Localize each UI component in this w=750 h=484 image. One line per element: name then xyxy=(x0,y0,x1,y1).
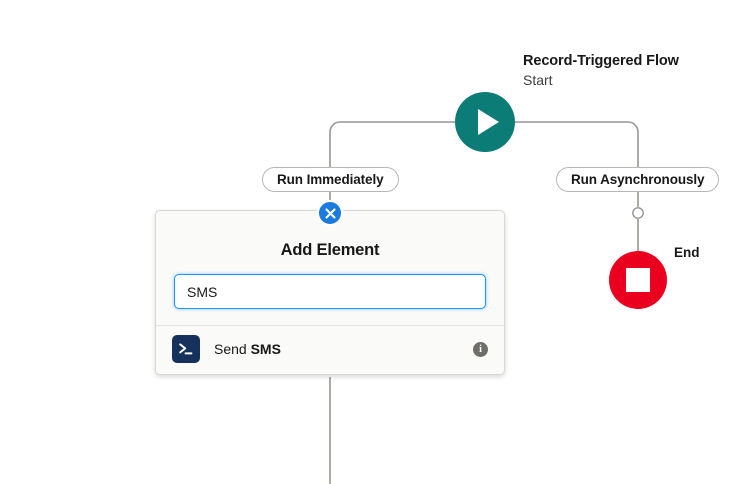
search-input[interactable] xyxy=(174,274,486,309)
list-item-send-sms[interactable]: Send SMS i xyxy=(156,326,504,374)
list-item-label-prefix: Send xyxy=(214,341,251,357)
end-node[interactable] xyxy=(609,251,667,309)
branch-label-run-immediately[interactable]: Run Immediately xyxy=(262,167,399,192)
end-node-label: End xyxy=(674,245,700,260)
list-item-label-match: SMS xyxy=(250,341,281,357)
start-node-title: Record-Triggered Flow xyxy=(523,53,679,69)
list-item-label: Send SMS xyxy=(214,341,473,357)
start-node-header: Record-Triggered Flow Start xyxy=(523,52,679,89)
search-field-wrapper xyxy=(156,274,504,325)
connector-start-to-async xyxy=(515,121,639,167)
add-connector-node xyxy=(632,207,644,219)
search-results-list: Send SMS i xyxy=(156,325,504,374)
connector-start-to-immediate xyxy=(329,121,455,167)
terminal-prompt-icon xyxy=(172,335,200,363)
info-icon[interactable]: i xyxy=(473,341,488,357)
start-node[interactable] xyxy=(455,92,515,152)
start-node-subtitle: Start xyxy=(523,71,553,88)
add-element-panel: Add Element Send SMS i xyxy=(155,210,505,375)
stop-square-icon xyxy=(626,268,650,292)
branch-label-run-asynchronously[interactable]: Run Asynchronously xyxy=(556,167,720,192)
play-icon xyxy=(477,109,499,135)
add-element-title: Add Element xyxy=(280,241,380,259)
close-icon[interactable] xyxy=(317,200,343,226)
